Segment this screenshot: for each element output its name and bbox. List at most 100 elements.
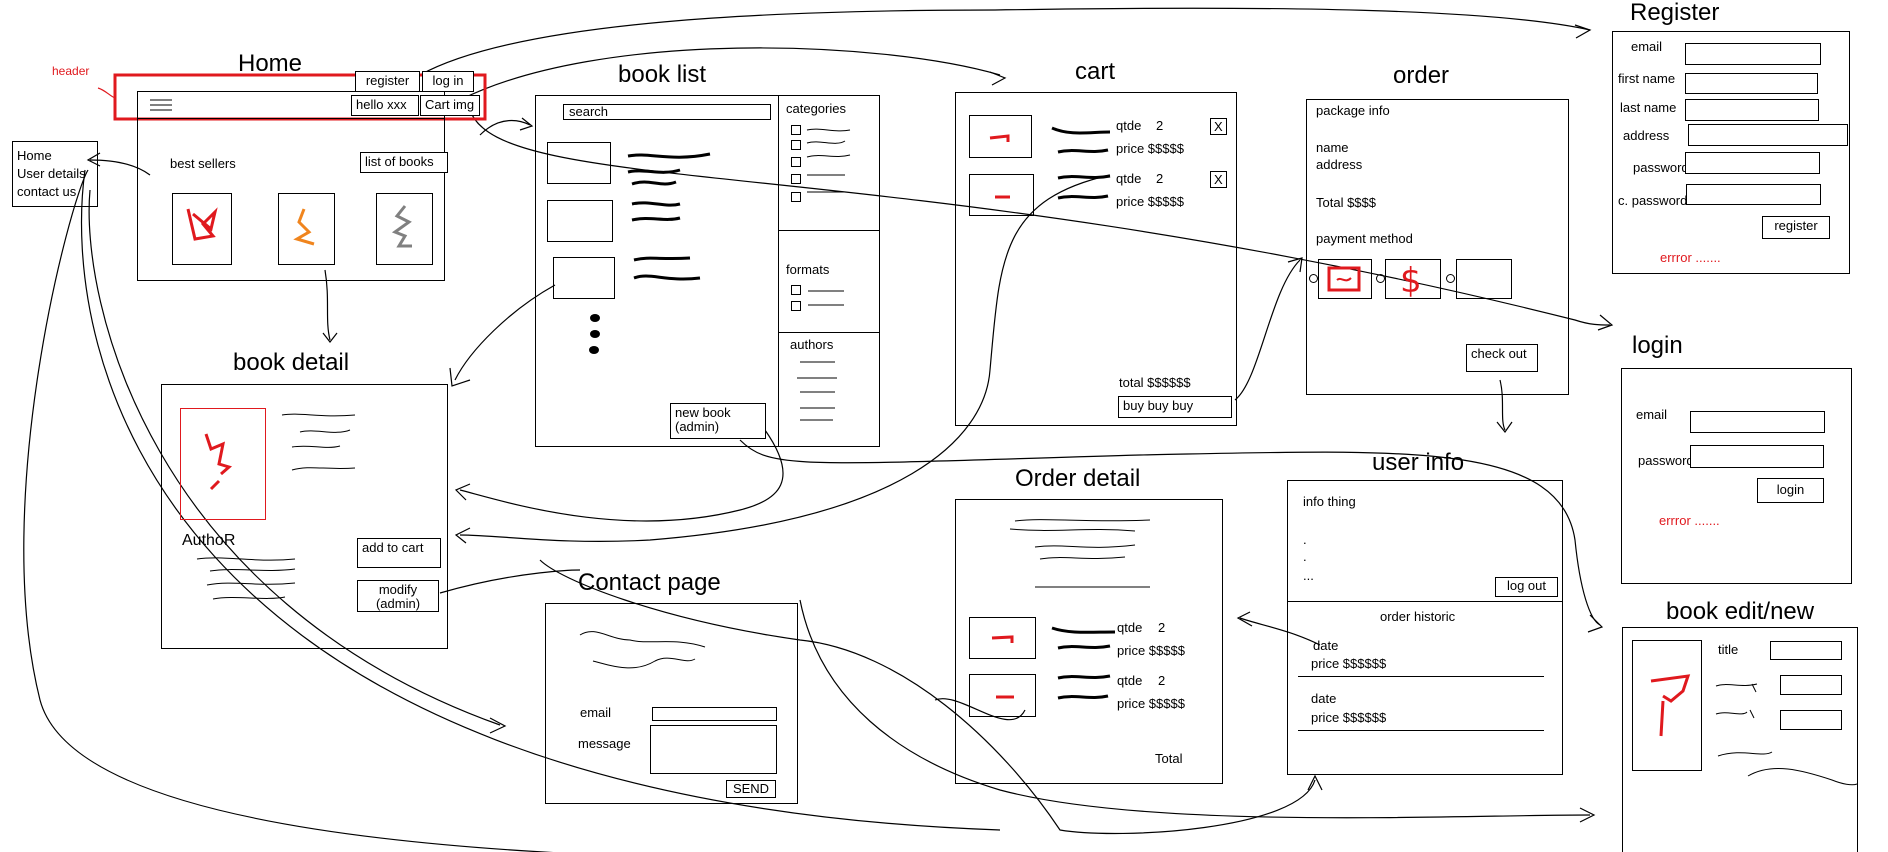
user-info-text: info thing [1303,494,1356,509]
book-edit-field-3[interactable] [1780,710,1842,730]
side-menu-home[interactable]: Home [17,148,52,163]
category-checkbox[interactable] [791,174,801,184]
side-menu-user-details[interactable]: User details [17,166,86,181]
category-checkbox[interactable] [791,192,801,202]
order-detail-item-2-qty: 2 [1158,673,1166,688]
authors-heading: authors [790,337,834,352]
payment-radio-2[interactable] [1376,274,1385,283]
order-detail-item-1-price: price $$$$$ [1117,643,1185,658]
login-title: login [1632,332,1683,359]
book-edit-field-2[interactable] [1780,675,1842,695]
book-detail-screen [161,384,448,649]
cart-title: cart [1075,58,1116,85]
user-info-title: user info [1372,449,1465,476]
header-cart-link[interactable]: Cart img [420,95,480,116]
hamburger-menu-icon[interactable] [148,98,174,112]
format-checkbox[interactable] [791,285,801,295]
cart-item-1-qty[interactable]: 2 [1156,118,1164,133]
order-screen [1306,99,1569,395]
book-edit-title-field[interactable] [1770,641,1842,660]
best-seller-book-2[interactable] [278,193,335,265]
book-edit-label-scribbles [1715,683,1858,786]
header-register-link[interactable]: register [355,71,420,92]
register-password-field[interactable] [1685,152,1820,174]
side-menu [12,141,98,207]
payment-option-card-icon[interactable] [1318,259,1372,299]
category-checkbox[interactable] [791,157,801,167]
best-seller-book-1[interactable] [172,193,232,265]
register-last-name-field[interactable] [1685,99,1819,121]
payment-option-dollar-icon[interactable]: $ [1385,259,1441,301]
order-detail-item-text-scribbles [1051,626,1116,700]
categories-heading: categories [786,101,846,116]
payment-option-3[interactable] [1456,259,1512,299]
history-2-date[interactable]: date [1311,691,1337,706]
category-checkbox[interactable] [791,140,801,150]
check-out-button[interactable]: check out [1466,344,1538,372]
book-list-item-3-cover[interactable] [553,257,615,299]
order-detail-total: Total [1155,751,1183,766]
cart-item-2-remove-button[interactable]: X [1210,171,1227,188]
book-list-item-1-cover[interactable] [547,142,611,184]
pagination-dots [589,314,600,354]
svg-text:$: $ [1400,261,1422,298]
package-info-label: package info [1316,103,1390,118]
payment-radio-3[interactable] [1446,274,1455,283]
history-1-price[interactable]: price $$$$$$ [1311,656,1387,671]
cart-total: total $$$$$$ [1119,375,1191,390]
login-button[interactable]: login [1757,478,1824,503]
send-button[interactable]: SEND [726,780,776,798]
login-password-label: password [1638,453,1694,468]
modify-admin-button[interactable]: modify (admin) [357,580,439,612]
register-last-name-label: last name [1620,100,1677,115]
contact-message-textarea[interactable] [650,725,777,774]
format-checkbox[interactable] [791,301,801,311]
author-list-scribbles [797,361,837,421]
book-list-item-2-cover[interactable] [547,200,613,242]
book-description-scribbles [196,557,296,600]
cart-item-1-remove-button[interactable]: X [1210,118,1227,135]
book-edit-cover[interactable] [1632,640,1702,771]
formats-heading: formats [786,262,830,277]
log-out-button[interactable]: log out [1495,577,1558,597]
order-name-label: name [1316,140,1349,155]
best-seller-book-3[interactable] [376,193,433,265]
book-edit-title-label: title [1718,642,1739,657]
book-list-title: book list [618,61,707,88]
list-of-books-button[interactable]: list of books [360,152,448,173]
register-address-field[interactable] [1688,124,1848,146]
login-screen [1621,368,1852,584]
register-first-name-field[interactable] [1685,73,1818,94]
search-input[interactable]: search [563,104,771,120]
add-to-cart-button[interactable]: add to cart [357,538,441,568]
register-confirm-password-field[interactable] [1686,184,1821,205]
format-label-scribbles [808,290,844,306]
search-placeholder: search [569,104,609,119]
history-1-date[interactable]: date [1313,638,1339,653]
contact-email-field[interactable] [652,707,777,721]
header-login-link[interactable]: log in [422,71,474,92]
new-book-admin-button[interactable]: new book (admin) [670,403,766,439]
register-email-label: email [1631,39,1663,54]
register-email-field[interactable] [1685,43,1821,65]
history-divider-2 [1298,730,1544,731]
payment-radio-1[interactable] [1309,274,1318,283]
formats-divider [779,332,879,333]
side-menu-contact-us[interactable]: contact us [17,184,77,199]
cart-item-2-qty[interactable]: 2 [1156,171,1164,186]
login-error-message: errror ....... [1659,513,1720,528]
login-email-field[interactable] [1690,411,1825,433]
categories-divider [779,230,879,231]
order-detail-item-2-cover [969,674,1036,717]
book-detail-title: book detail [233,349,350,376]
login-email-label: email [1636,407,1668,422]
history-2-price[interactable]: price $$$$$$ [1311,710,1387,725]
order-detail-item-1-cover [969,617,1036,659]
register-button[interactable]: register [1762,216,1830,239]
register-password-label: password [1633,160,1689,175]
new-book-admin-label: (admin) [675,419,720,435]
login-password-field[interactable] [1690,445,1824,468]
category-checkbox[interactable] [791,125,801,135]
book-list-text-scribbles [627,152,711,281]
buy-button[interactable]: buy buy buy [1118,396,1232,418]
